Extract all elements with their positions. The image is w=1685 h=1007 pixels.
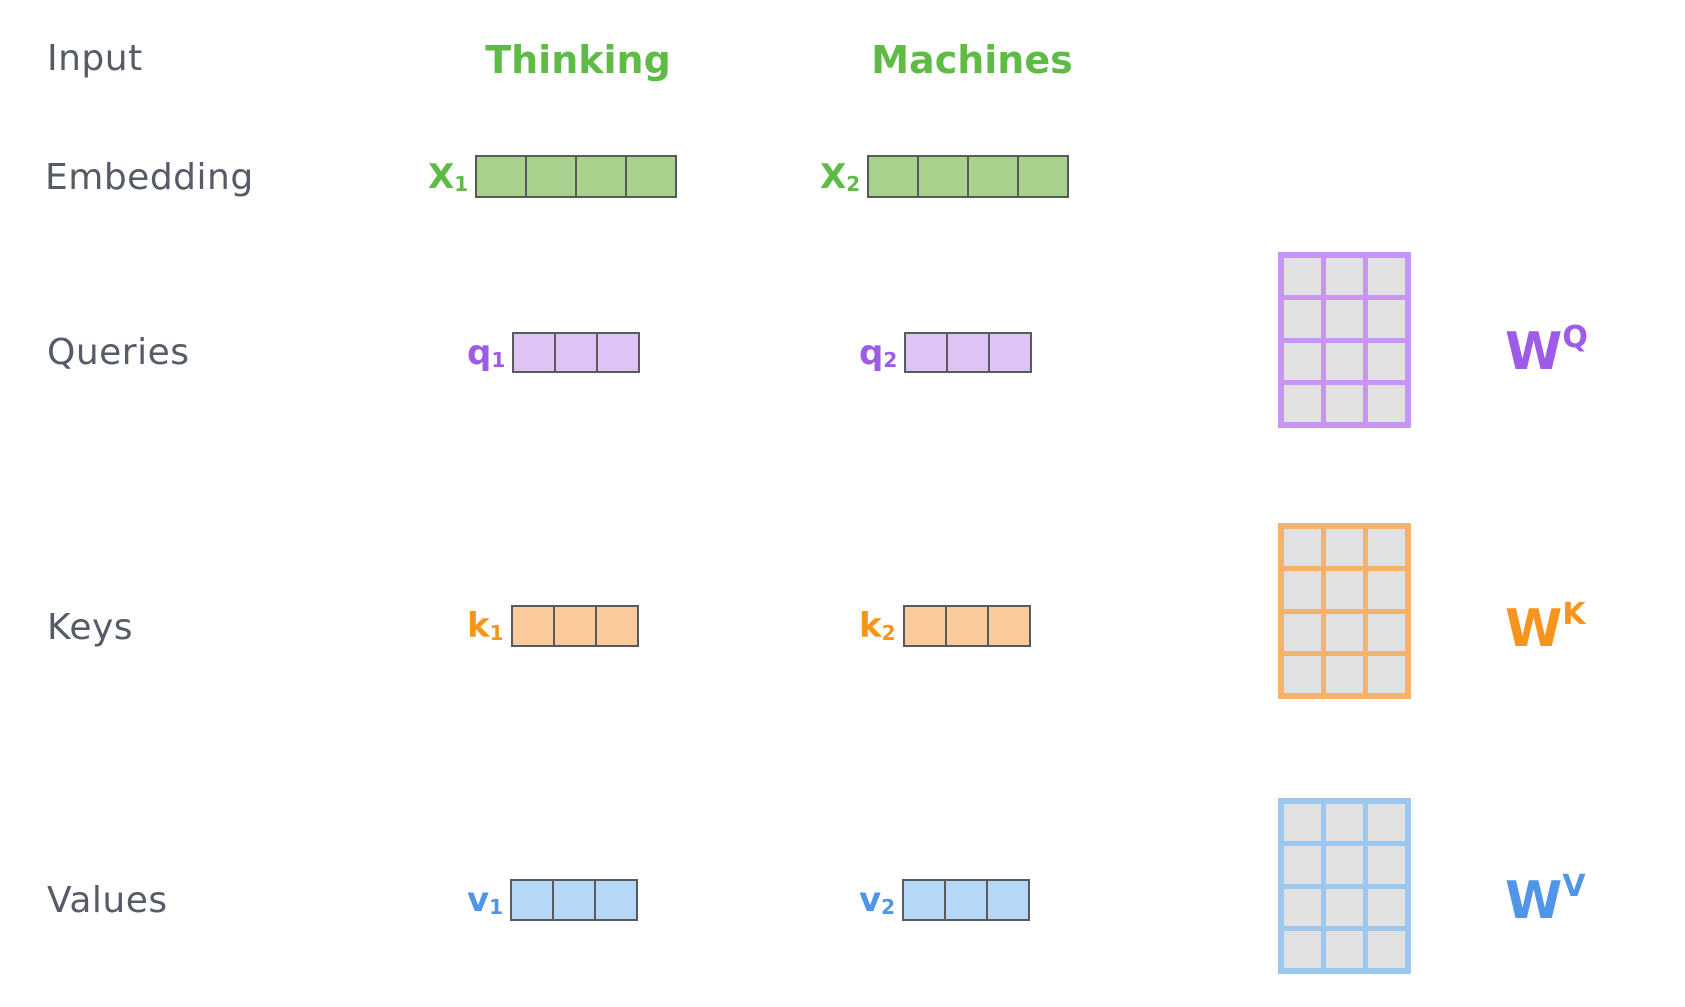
embedding-vector-x1-label: X1 bbox=[428, 156, 469, 197]
row-label-keys: Keys bbox=[47, 607, 134, 648]
row-label-values: Values bbox=[47, 880, 168, 921]
query-vector-q2: q2 bbox=[859, 332, 1033, 373]
key-vector-k2-label: k2 bbox=[859, 606, 896, 646]
key-vector-k1-label: k1 bbox=[467, 606, 504, 646]
token-header-thinking: Thinking bbox=[485, 38, 671, 82]
key-vector-k1-cells bbox=[510, 605, 639, 647]
value-vector-v2-cells bbox=[902, 879, 1031, 921]
embedding-vector-x2-label: X2 bbox=[820, 156, 861, 197]
embedding-vector-x2: X2 bbox=[820, 155, 1070, 198]
token-header-machines: Machines bbox=[871, 38, 1073, 82]
key-vector-k1: k1 bbox=[467, 605, 639, 647]
row-label-input: Input bbox=[47, 38, 143, 79]
weight-matrix-wv-label: WV bbox=[1505, 868, 1586, 931]
key-vector-k2: k2 bbox=[859, 605, 1031, 647]
query-vector-q1-label: q1 bbox=[467, 332, 506, 373]
value-vector-v2-label: v2 bbox=[859, 880, 896, 920]
query-vector-q2-cells bbox=[904, 332, 1033, 373]
value-vector-v1-cells bbox=[510, 879, 639, 921]
key-vector-k2-cells bbox=[902, 605, 1031, 647]
query-vector-q2-label: q2 bbox=[859, 332, 898, 373]
row-label-queries: Queries bbox=[47, 332, 190, 373]
weight-matrix-wk bbox=[1278, 523, 1411, 699]
query-vector-q1: q1 bbox=[467, 332, 641, 373]
weight-matrix-wv bbox=[1278, 798, 1411, 974]
weight-matrix-wq-label: WQ bbox=[1505, 319, 1588, 382]
value-vector-v1: v1 bbox=[467, 879, 639, 921]
weight-matrix-wq bbox=[1278, 252, 1411, 428]
embedding-vector-x1: X1 bbox=[428, 155, 678, 198]
weight-matrix-wk-label: WK bbox=[1505, 596, 1586, 659]
embedding-vector-x2-cells bbox=[867, 155, 1070, 198]
value-vector-v2: v2 bbox=[859, 879, 1031, 921]
value-vector-v1-label: v1 bbox=[467, 880, 504, 920]
query-vector-q1-cells bbox=[512, 332, 641, 373]
row-label-embedding: Embedding bbox=[45, 157, 254, 198]
embedding-vector-x1-cells bbox=[475, 155, 678, 198]
